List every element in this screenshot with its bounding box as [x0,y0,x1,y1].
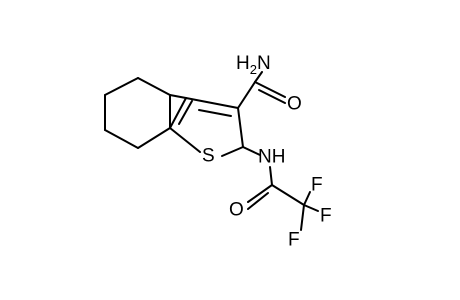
atom-label-amide-nh2: H2N [236,53,271,77]
bond-s-c3a [169,127,201,153]
atom-label-sulfur: S [202,146,215,167]
atom-label-amide-o: O [287,94,302,115]
bond-ring-c6-c5 [104,77,139,96]
bond-cf3-f-top [303,191,311,206]
atom-label-f-top: F [311,175,323,196]
atom-label-nh: NH [258,147,285,168]
bond-ring-c3-c3a [137,127,171,149]
bond-c2b-s [221,146,244,157]
bond-cacyl-o-double [247,192,269,210]
bond-carbonyl-nh2 [254,71,263,83]
atom-labels-group: H2N O S NH O F F F [202,53,332,251]
atom-label-acyl-o: O [229,200,244,221]
bonds-group [104,71,319,231]
bond-c3-c2 [185,97,239,109]
atom-label-f-bottom: F [288,230,300,251]
bond-carbonyl-o [254,81,286,98]
bond-c2-c2b [237,107,244,148]
bond-fusion-c3a-c7a [169,97,187,129]
bond-nh-cacyl [269,166,273,186]
bond-c7a-c3 [169,94,187,99]
bond-ring-c7-c6 [137,77,171,96]
bond-c3-carbonyl [237,81,256,109]
bond-ring-c4-c3 [104,129,139,149]
bond-cacyl-o [247,184,273,203]
bond-cacyl-cf3 [271,184,305,206]
bond-cf3-f-right [303,204,319,212]
bond-c2b-nh [242,146,261,156]
atom-label-f-right: F [320,206,332,227]
bond-carbonyl-o-double [258,89,286,104]
bond-fusion-c3a-c7a-double [178,100,193,125]
bond-cf3-f-bottom [300,204,305,231]
bond-c3-c2-double [198,109,232,117]
